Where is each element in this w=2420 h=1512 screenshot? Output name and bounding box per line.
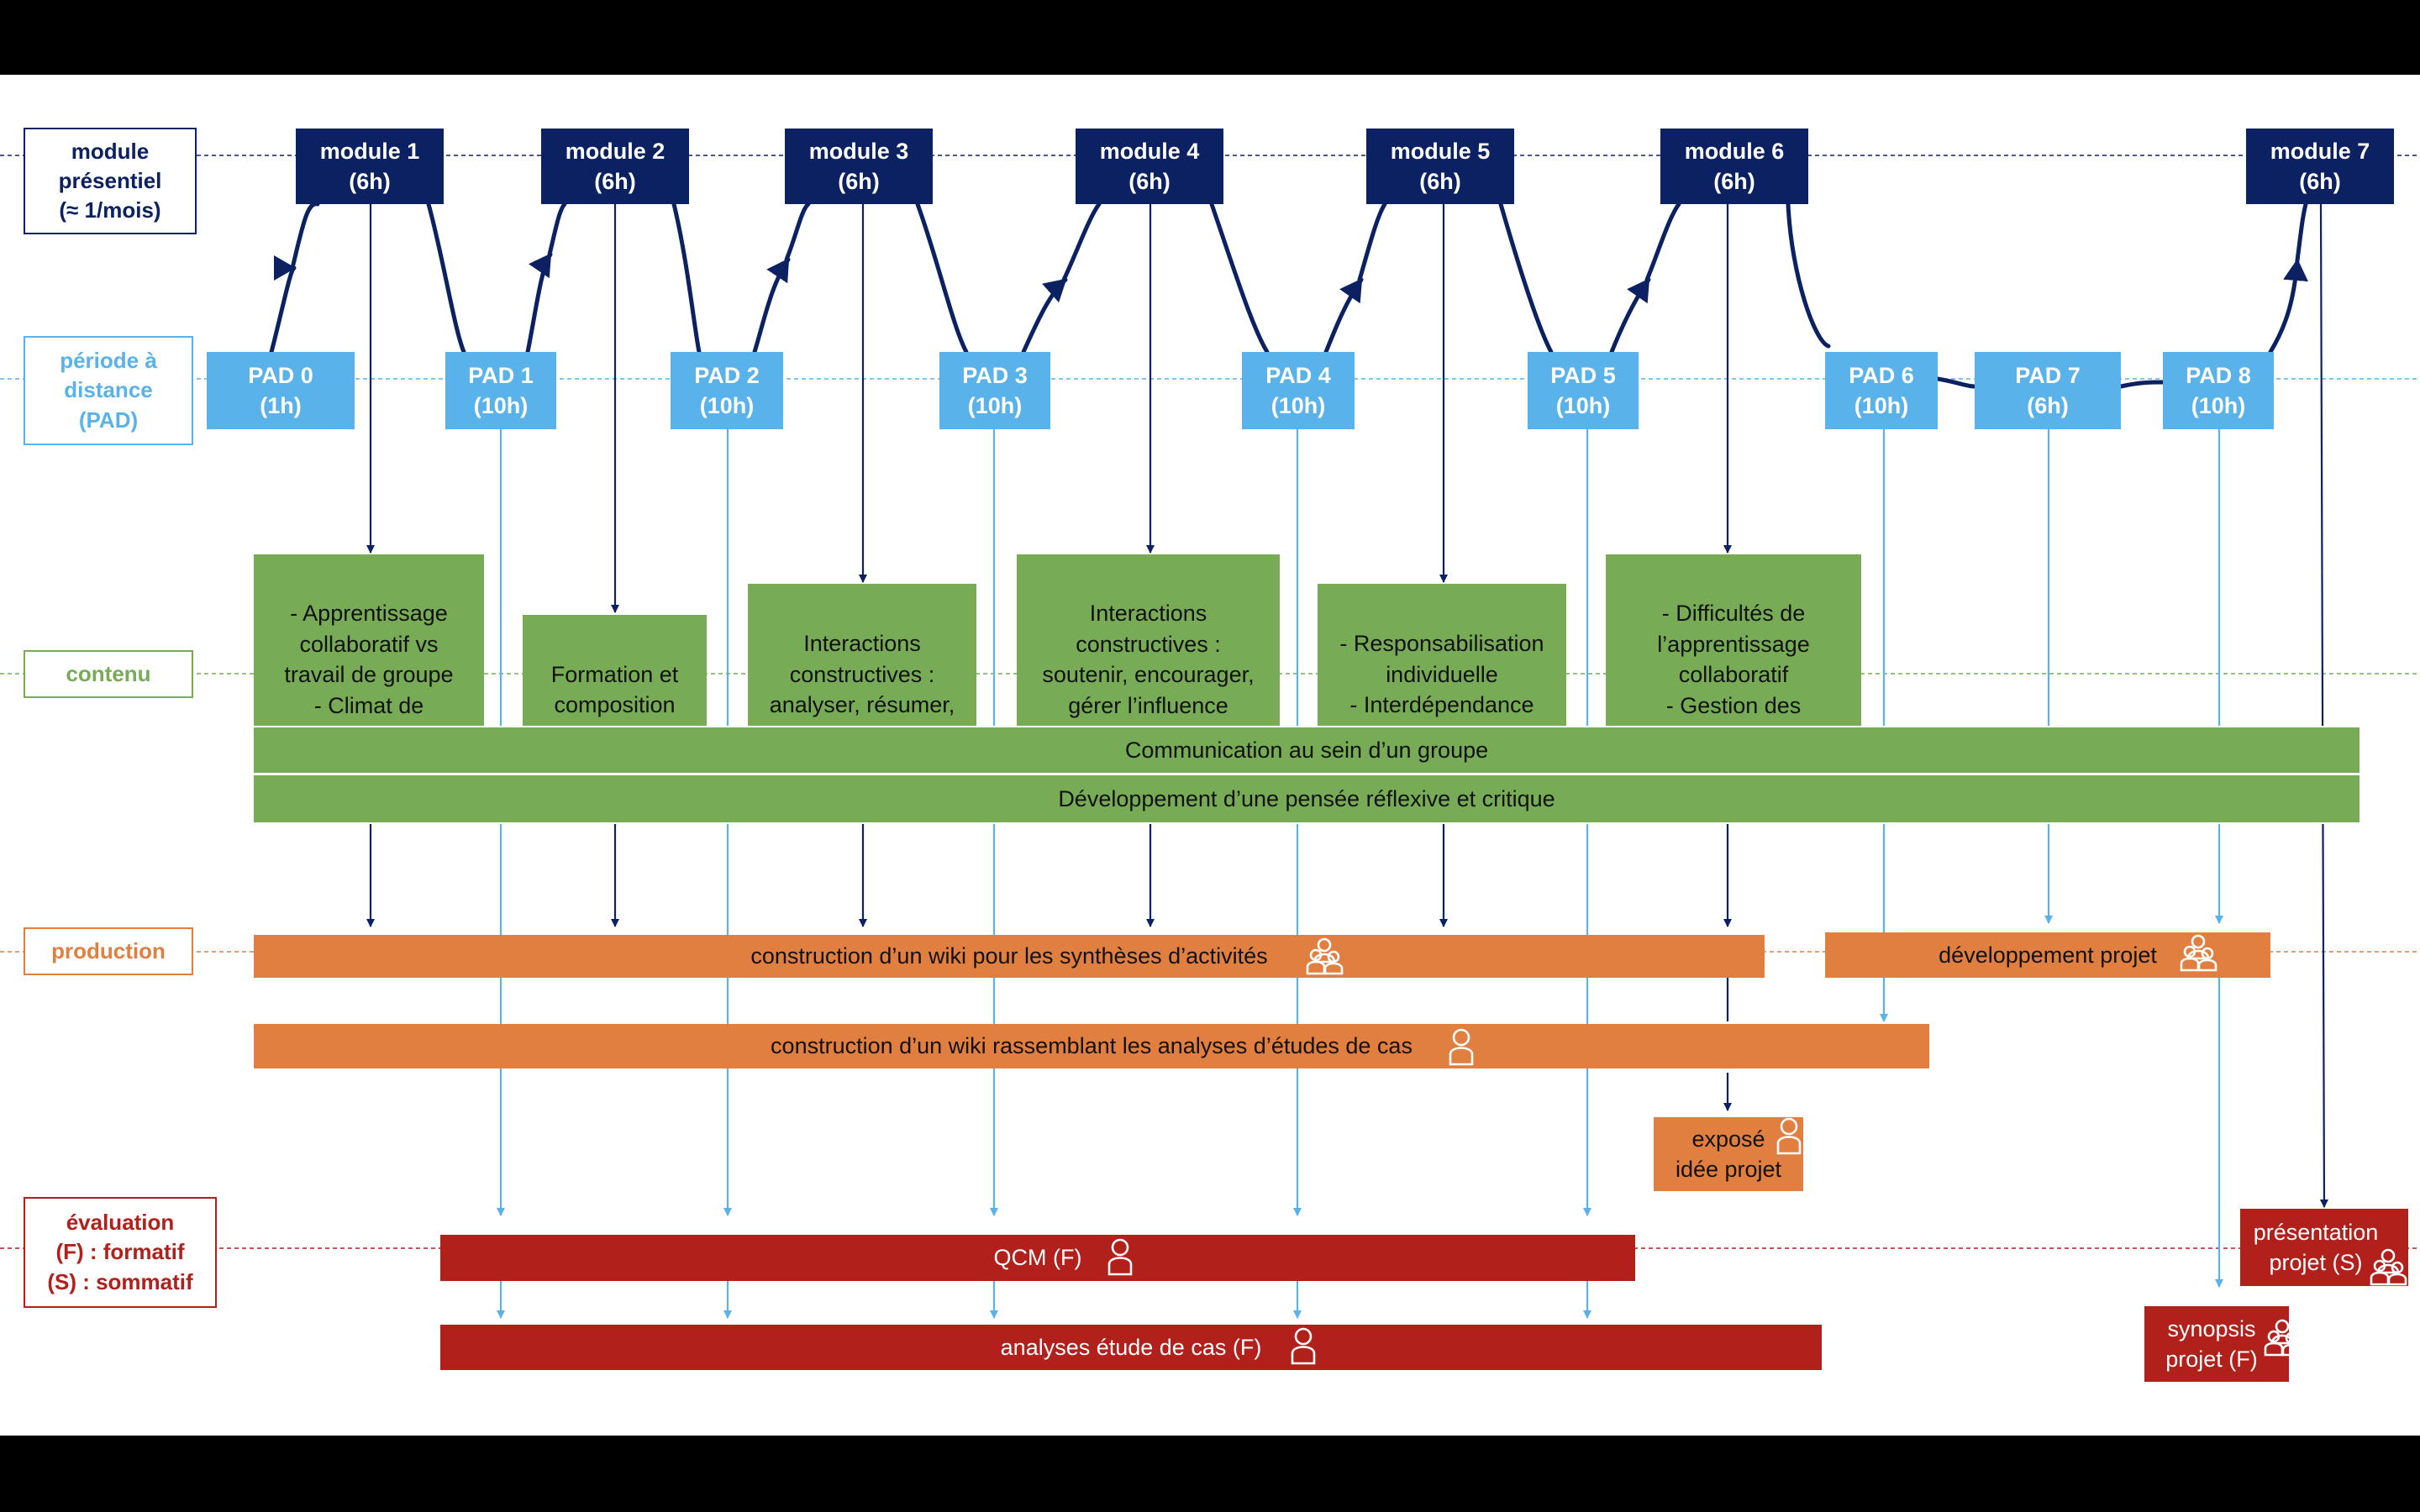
wiki-analyses-bar: construction d’un wiki rassemblant les a… <box>254 1024 1929 1068</box>
module-2: module 2 (6h) <box>541 129 689 204</box>
module5-to-pad5 <box>1498 202 1554 354</box>
pad2-to-module3 <box>752 257 791 354</box>
group-people-icon <box>1306 937 1344 975</box>
pad-5: PAD 5 (10h) <box>1528 352 1639 429</box>
group-people-icon <box>2180 934 2217 972</box>
pad-4: PAD 4 (10h) <box>1242 352 1355 429</box>
row-label-module: module présentiel (≈ 1/mois) <box>24 128 197 234</box>
pad0-to-module1 <box>269 255 297 354</box>
pad-3: PAD 3 (10h) <box>939 352 1050 429</box>
module-4: module 4 (6h) <box>1076 129 1223 204</box>
module6-to-pad6 <box>1786 202 1831 349</box>
module4-to-pad4 <box>1209 202 1270 354</box>
analyses-label: analyses étude de cas (F) <box>1000 1334 1262 1360</box>
group-people-icon <box>2370 1248 2407 1286</box>
module4-curve <box>1061 202 1102 282</box>
pad-0: PAD 0 (1h) <box>207 352 355 429</box>
module6-curve <box>1644 202 1681 282</box>
reflexion-band: Développement d’une pensée réflexive et … <box>252 774 2361 824</box>
module1-curve <box>290 202 320 270</box>
module3-curve <box>784 202 811 262</box>
pad-connectors <box>497 429 2223 1319</box>
module3-to-pad3 <box>915 202 969 354</box>
row-label-production: production <box>24 927 193 975</box>
pad1-to-module2 <box>525 252 553 354</box>
wiki-syntheses-bar: construction d’un wiki pour les synthèse… <box>254 935 1765 978</box>
diagram-canvas: module présentiel (≈ 1/mois) période à d… <box>0 75 2420 1436</box>
qcm-bar: QCM (F) <box>440 1235 1635 1281</box>
pad4-to-module5 <box>1323 277 1364 354</box>
module2-to-pad2 <box>671 202 702 354</box>
module-connectors <box>366 203 2328 1208</box>
module-3: module 3 (6h) <box>785 129 933 204</box>
module-5: module 5 (6h) <box>1366 129 1514 204</box>
module7-curve <box>2295 202 2308 263</box>
row-label-contenu: contenu <box>24 650 193 698</box>
module2-curve <box>547 202 567 257</box>
person-icon <box>1291 1327 1316 1365</box>
wiki-syntheses-label: construction d’un wiki pour les synthèse… <box>750 943 1268 969</box>
pad-7: PAD 7 (6h) <box>1975 352 2121 429</box>
pad5-to-module6 <box>1609 277 1651 354</box>
person-icon <box>1449 1028 1474 1066</box>
pad-1: PAD 1 (10h) <box>445 352 556 429</box>
pad7-to-pad8 <box>2118 380 2165 389</box>
analyses-bar: analyses étude de cas (F) <box>440 1325 1822 1370</box>
developpement-projet-label: développement projet <box>1939 942 2157 968</box>
pad-6: PAD 6 (10h) <box>1825 352 1938 429</box>
pad-8: PAD 8 (10h) <box>2163 352 2274 429</box>
pad6-to-pad7 <box>1935 376 1977 389</box>
pad3-to-module4 <box>1021 277 1068 354</box>
person-icon <box>1107 1238 1133 1276</box>
synopsis-box: synopsis projet (F) <box>2144 1306 2289 1382</box>
pad-2: PAD 2 (10h) <box>671 352 783 429</box>
presentation-box: présentation projet (S) <box>2240 1209 2408 1286</box>
wiki-analyses-label: construction d’un wiki rassemblant les a… <box>771 1033 1413 1059</box>
person-icon <box>1776 1117 1802 1155</box>
qcm-label: QCM (F) <box>993 1245 1082 1271</box>
module-6: module 6 (6h) <box>1660 129 1808 204</box>
module1-to-pad1 <box>426 202 466 354</box>
m7-to-presentation <box>2319 203 2328 1208</box>
row-label-evaluation: évaluation (F) : formatif (S) : sommatif <box>24 1197 217 1308</box>
communication-band: Communication au sein d’un groupe <box>252 726 2361 774</box>
group-people-icon <box>2264 1319 2302 1357</box>
pad8-to-module7 <box>2268 258 2308 354</box>
module5-curve <box>1357 202 1387 282</box>
row-label-pad: période à distance (PAD) <box>24 336 193 445</box>
module-7: module 7 (6h) <box>2246 129 2394 204</box>
module-1: module 1 (6h) <box>296 129 444 204</box>
expose-box: exposé idée projet <box>1654 1117 1803 1191</box>
